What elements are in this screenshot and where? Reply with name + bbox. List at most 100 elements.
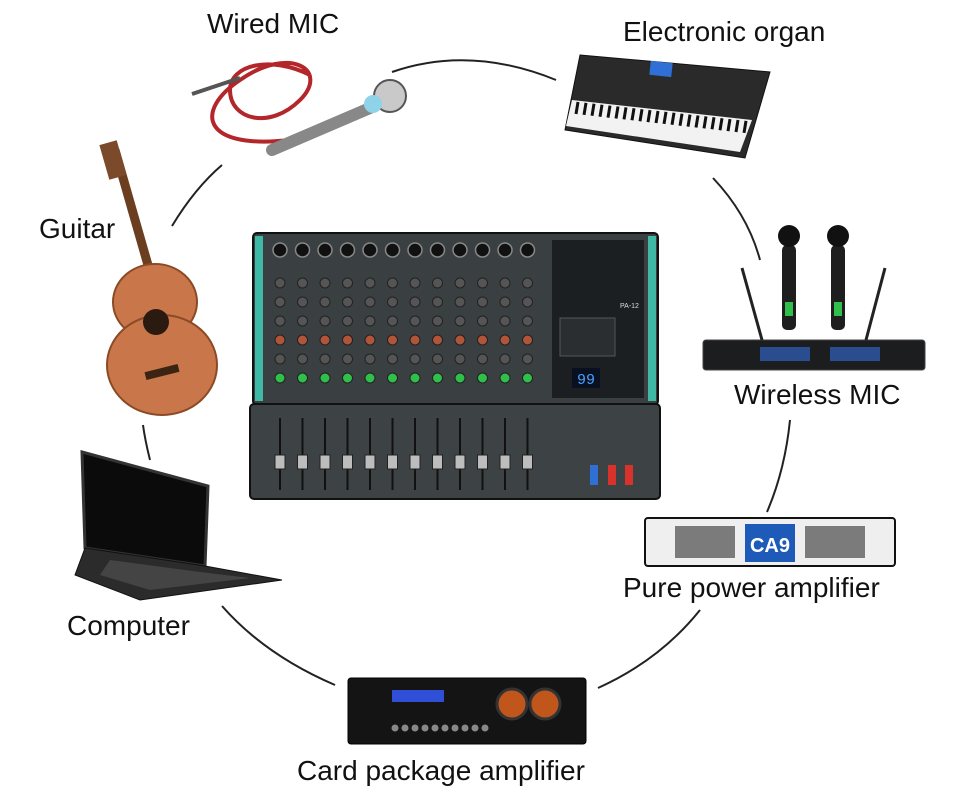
wireless-mic-2-screen <box>834 302 842 316</box>
mixer-knob <box>454 315 466 327</box>
mixer-knob <box>454 277 466 289</box>
card-amp-small-knob <box>421 724 429 732</box>
organ-black-key <box>646 109 652 123</box>
mixer-knob <box>499 296 511 308</box>
organ-black-key <box>678 113 684 126</box>
amp-badge-text: CA9 <box>750 535 790 557</box>
mixer-knob <box>364 372 376 384</box>
wireless-mic-2-head <box>827 225 849 247</box>
mixer-knob <box>297 334 308 346</box>
electronic-organ-illustration <box>564 54 771 159</box>
mixer-fader-cap <box>297 454 308 470</box>
mixer-xlr-input <box>407 242 423 258</box>
label-pure-power-amplifier: Pure power amplifier <box>623 572 880 603</box>
mixer-knob <box>522 315 533 327</box>
mixer-knob <box>274 372 286 384</box>
mixer-fader-cap <box>522 454 533 470</box>
organ-black-key <box>686 114 692 127</box>
mixer-channel-strips <box>272 242 536 490</box>
mixer-fader-cap <box>387 454 398 470</box>
mixer-knob <box>477 296 488 308</box>
mixer-knob <box>432 372 443 384</box>
card-amp-small-knob <box>451 724 459 732</box>
arc-computer-to-guitar <box>142 424 151 461</box>
wireless-display-b <box>830 347 880 361</box>
mixer-knob <box>342 353 353 365</box>
arc-guitar-to-wired-mic <box>171 164 223 227</box>
label-guitar: Guitar <box>39 213 116 244</box>
mixer-knob <box>409 372 421 384</box>
mixer-knob <box>342 315 353 327</box>
mixer-fader-cap <box>364 454 376 470</box>
mixer-led-value: 99 <box>577 372 595 389</box>
mixer-knob <box>522 353 533 365</box>
arc-card-amp-to-computer <box>221 605 336 686</box>
organ-black-key <box>582 102 588 116</box>
mixer-main-fader-red <box>608 465 616 485</box>
organ-black-key <box>590 103 596 117</box>
mixer-knob <box>387 315 398 327</box>
mixer-xlr-input <box>272 242 288 258</box>
mixer-knob <box>387 296 398 308</box>
mixer-knob <box>319 372 331 384</box>
card-amp-small-knob <box>401 724 409 732</box>
mixer-knob <box>274 315 286 327</box>
organ-black-key <box>702 116 708 129</box>
mixer-knob <box>432 296 443 308</box>
mixer-knob <box>409 334 421 346</box>
organ-black-key <box>734 119 740 133</box>
mixer-knob <box>319 334 331 346</box>
mic-handle <box>266 102 376 156</box>
card-amp-display <box>392 690 444 702</box>
mic-cable <box>210 61 313 144</box>
mixer-xlr-input <box>294 242 311 258</box>
mixer-knob <box>522 277 533 289</box>
power-amplifier-illustration: CA9 <box>644 517 896 567</box>
mixer-knob <box>499 353 511 365</box>
organ-keys <box>566 100 752 152</box>
card-amp-small-knob <box>391 724 399 732</box>
mixer-knob <box>364 296 376 308</box>
card-amp-small-knob <box>411 724 419 732</box>
mixer-knob <box>499 315 511 327</box>
mixer-knob <box>409 296 421 308</box>
mixer-knob <box>432 277 443 289</box>
mixer-xlr-input <box>519 242 536 258</box>
label-electronic-organ: Electronic organ <box>623 16 826 47</box>
mixer-knob <box>387 353 398 365</box>
wireless-receiver <box>702 339 926 371</box>
amp-right-grille <box>805 526 865 558</box>
wireless-mic-1 <box>782 245 796 330</box>
arc-organ-to-wireless <box>712 177 761 261</box>
audio-mixer: 99 PA-12 <box>249 232 661 500</box>
mixer-fader-cap <box>454 454 466 470</box>
mixer-knob <box>387 277 398 289</box>
mixer-xlr-input <box>429 242 446 258</box>
mixer-knob <box>319 296 331 308</box>
wireless-mic-illustration <box>702 225 926 371</box>
organ-black-key <box>694 115 700 128</box>
mixer-knob <box>454 372 466 384</box>
mic-cable-plug <box>191 76 241 96</box>
mixer-fader-cap <box>409 454 421 470</box>
organ-black-key <box>718 117 724 131</box>
mixer-knob <box>364 353 376 365</box>
mixer-knob <box>499 334 511 346</box>
amp-left-grille <box>675 526 735 558</box>
mixer-knob <box>297 315 308 327</box>
mixer-teal-trim-right <box>648 236 656 401</box>
guitar-bridge <box>144 364 180 380</box>
card-amp-knob-right <box>528 687 562 721</box>
mixer-knob <box>477 277 488 289</box>
mixer-xlr-input <box>452 242 468 258</box>
mixer-knob <box>387 372 398 384</box>
mixer-bottom-panel <box>249 403 661 500</box>
label-computer: Computer <box>67 610 190 641</box>
mixer-knob <box>477 372 488 384</box>
organ-black-key <box>726 118 732 132</box>
wireless-antenna-right <box>864 267 887 341</box>
card-amp-small-knob <box>431 724 439 732</box>
mixer-fader-cap <box>499 454 511 470</box>
